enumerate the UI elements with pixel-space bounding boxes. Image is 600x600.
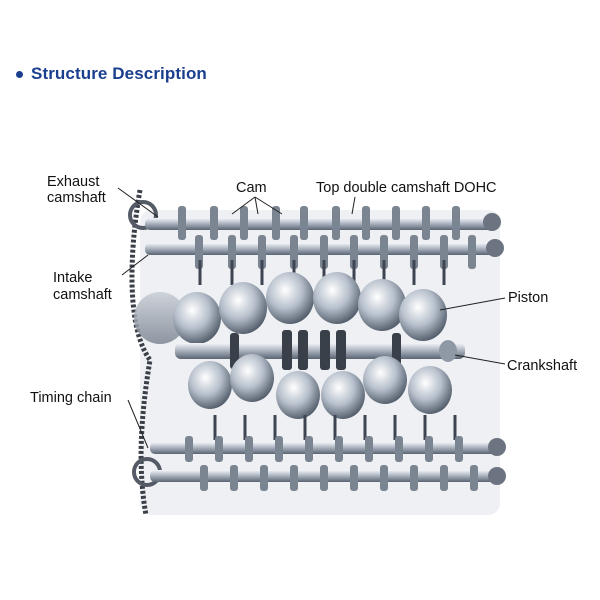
intake-cam-gear xyxy=(486,239,504,257)
upper-cam-lobes xyxy=(178,206,476,269)
piston xyxy=(313,272,361,324)
section-heading: Structure Description xyxy=(16,64,207,84)
label-timing-chain: Timing chain xyxy=(30,390,112,406)
leader-dohc xyxy=(351,196,356,215)
timing-gear-housing xyxy=(134,292,186,344)
lower-camshaft-1 xyxy=(150,442,500,454)
label-dohc: Top double camshaft DOHC xyxy=(316,180,497,196)
piston xyxy=(408,366,452,414)
upper-pistons xyxy=(173,272,447,344)
leader-intake xyxy=(121,254,149,276)
leader-timing-chain xyxy=(127,399,149,449)
label-exhaust-camshaft-line1: Exhaust xyxy=(47,174,100,190)
piston xyxy=(188,361,232,409)
leader-cam-1 xyxy=(231,196,256,215)
lower-cam-lobes xyxy=(185,436,478,491)
timing-chain xyxy=(129,189,153,516)
piston xyxy=(363,356,407,404)
exhaust-cam-gear xyxy=(483,213,501,231)
leader-cam-2 xyxy=(254,196,259,215)
piston xyxy=(399,289,447,341)
piston xyxy=(276,371,320,419)
lower-pistons xyxy=(188,354,452,419)
exhaust-camshaft xyxy=(145,218,495,230)
piston xyxy=(321,371,365,419)
leader-piston xyxy=(439,297,506,311)
leader-exhaust xyxy=(117,187,159,218)
piston xyxy=(266,272,314,324)
leader-lines xyxy=(117,187,506,449)
leader-cam-3 xyxy=(254,196,283,215)
piston xyxy=(219,282,267,334)
label-cam: Cam xyxy=(236,180,267,196)
label-intake-camshaft-line2: camshaft xyxy=(53,287,112,303)
bullet-icon xyxy=(16,70,23,78)
leader-crankshaft xyxy=(454,354,506,365)
piston xyxy=(173,292,221,344)
label-piston: Piston xyxy=(508,290,549,306)
label-crankshaft: Crankshaft xyxy=(507,358,578,374)
section-title: Structure Description xyxy=(31,64,207,83)
label-intake-camshaft-line1: Intake xyxy=(53,270,93,286)
piston xyxy=(230,354,274,402)
label-exhaust-camshaft-line2: camshaft xyxy=(47,190,106,206)
lower-valves xyxy=(213,415,457,440)
piston xyxy=(358,279,406,331)
